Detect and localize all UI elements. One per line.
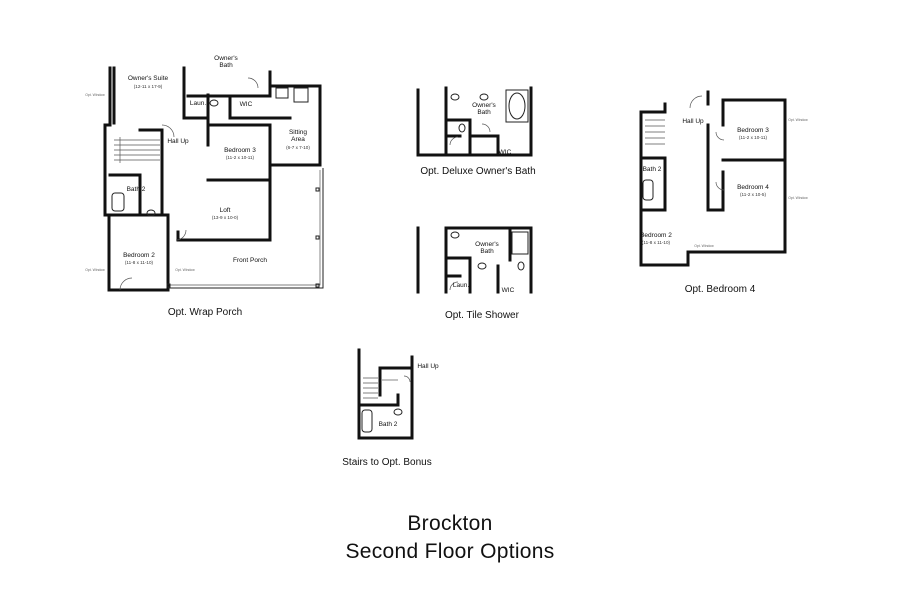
note-opt-window: Opt. Window <box>788 118 808 122</box>
room-bedroom-3: Bedroom 3 <box>224 147 256 154</box>
room-sitting-area-l2: Area <box>291 136 305 143</box>
caption-stairs-to-bonus: Stairs to Opt. Bonus <box>342 457 432 468</box>
room-wic: WIC <box>499 149 512 156</box>
note-opt-window: Opt. Window <box>85 268 105 272</box>
note-opt-window: Opt. Window <box>85 93 105 97</box>
room-bath-2: Bath 2 <box>643 166 662 173</box>
room-front-porch: Front Porch <box>233 257 267 264</box>
room-loft: Loft <box>220 207 231 214</box>
room-owners-bath-l2: Bath <box>480 248 494 255</box>
room-bath-2: Bath 2 <box>379 421 398 428</box>
room-bath-2: Bath 2 <box>127 186 146 193</box>
room-sitting-area-dims: (6-7 x 7-10) <box>286 145 310 150</box>
caption-tile-shower: Opt. Tile Shower <box>445 310 520 321</box>
plan-deluxe-owners-bath: Owner's Bath WIC Opt. Deluxe Owner's Bat… <box>416 86 536 177</box>
room-loft-dims: (13-9 x 10-0) <box>212 215 239 220</box>
room-owners-bath-l2: Bath <box>219 62 233 69</box>
plan-bedroom-4: Hall Up Bedroom 3 (11-2 x 10-11) Bath 2 … <box>639 90 808 295</box>
sheet-title: Brockton <box>407 512 493 535</box>
room-owners-bath-l2: Bath <box>477 109 491 116</box>
caption-bedroom-4: Opt. Bedroom 4 <box>685 284 756 295</box>
room-bedroom-2: Bedroom 2 <box>640 232 672 239</box>
room-owners-bath-l1: Owner's <box>472 102 496 109</box>
room-bedroom-4-dims: (11-2 x 10-5) <box>740 192 766 197</box>
room-bedroom-3: Bedroom 3 <box>737 127 769 134</box>
room-bedroom-3-dims: (11-2 x 10-11) <box>739 135 768 140</box>
room-hall-up: Hall Up <box>417 363 439 370</box>
sheet-subtitle: Second Floor Options <box>345 540 555 563</box>
room-bedroom-2-dims: (11-8 x 11-10) <box>125 260 154 265</box>
room-owners-suite: Owner's Suite <box>128 75 169 82</box>
plan-tile-shower: Owner's Bath Laun. WIC Opt. Tile Shower <box>416 226 533 321</box>
caption-deluxe-owners-bath: Opt. Deluxe Owner's Bath <box>420 166 535 177</box>
room-wic: WIC <box>240 101 253 108</box>
caption-wrap-porch: Opt. Wrap Porch <box>168 307 242 318</box>
room-bedroom-3-dims: (11-2 x 10-11) <box>226 155 255 160</box>
room-bedroom-2: Bedroom 2 <box>123 252 155 259</box>
note-opt-window: Opt. Window <box>175 268 195 272</box>
note-opt-window: Opt. Window <box>694 244 714 248</box>
room-bedroom-2-dims: (11-8 x 11-10) <box>642 240 671 245</box>
room-wic: WIC <box>502 287 515 294</box>
room-owners-suite-dims: (12-11 x 17-9) <box>134 84 163 89</box>
room-laundry: Laun. <box>453 282 469 289</box>
note-opt-window: Opt. Window <box>788 196 808 200</box>
room-bedroom-4: Bedroom 4 <box>737 184 769 191</box>
room-hall-up: Hall Up <box>167 138 189 145</box>
room-sitting-area-l1: Sitting <box>289 129 307 136</box>
plan-wrap-porch: Owner's Suite (12-11 x 17-9) Owner's Bat… <box>85 55 324 318</box>
room-hall-up: Hall Up <box>682 118 704 125</box>
room-owners-bath-l1: Owner's <box>214 55 238 62</box>
room-laundry: Laun. <box>190 100 206 107</box>
plan-stairs-to-bonus: Hall Up Bath 2 Stairs to Opt. Bonus <box>342 348 439 468</box>
room-owners-bath-l1: Owner's <box>475 241 499 248</box>
